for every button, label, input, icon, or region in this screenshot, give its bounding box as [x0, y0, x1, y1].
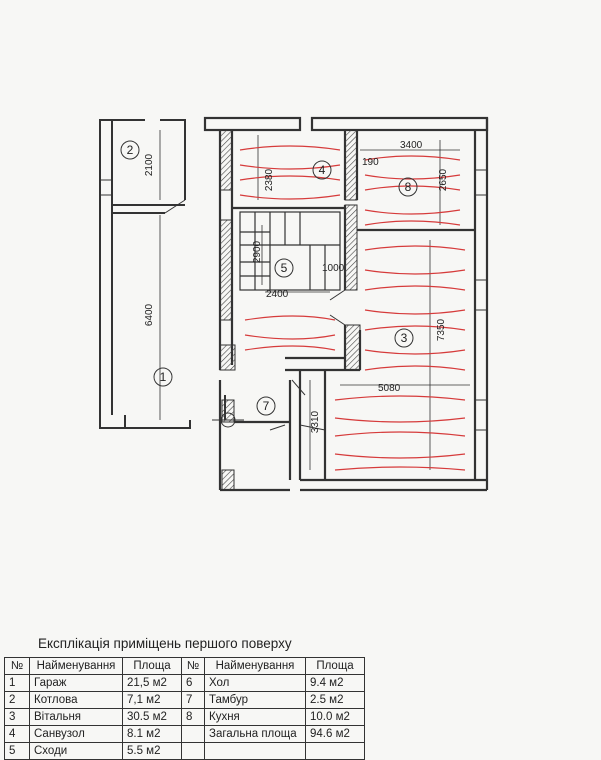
dim-label: 3310 [310, 410, 321, 433]
dim-label: 2900 [252, 240, 263, 263]
table-cell: 3 [4, 708, 30, 726]
col-header: Площа [305, 657, 365, 675]
explication-table: № Найменування Площа № Найменування Площ… [4, 657, 365, 760]
col-header: Найменування [29, 657, 123, 675]
table-cell: 2.5 м2 [305, 691, 365, 709]
table-cell: 7 [181, 691, 205, 709]
dim-label: 5080 [378, 383, 401, 394]
col-header: Площа [122, 657, 182, 675]
staircase [239, 211, 341, 291]
room-number: 3 [401, 331, 408, 345]
table-cell [204, 742, 306, 760]
dimension-lines [159, 130, 470, 470]
table-cell: Гараж [29, 674, 123, 692]
table-cell: Кухня [204, 708, 306, 726]
table-cell: 94.6 м2 [305, 725, 365, 743]
door-swings [164, 199, 346, 431]
dimension-labels: 2100 6400 2380 190 3400 2650 2900 1000 2… [144, 140, 449, 433]
room-number: 5 [281, 261, 288, 275]
table-row: 3 Вітальня 30.5 м2 8 Кухня 10.0 м2 [4, 708, 365, 726]
dim-label: 2100 [144, 153, 155, 176]
table-row: 5 Сходи 5.5 м2 [4, 742, 365, 760]
explication-title: Експлікація приміщень першого поверху [38, 636, 292, 651]
table-cell: 9.4 м2 [305, 674, 365, 692]
table-row: 2 Котлова 7,1 м2 7 Тамбур 2.5 м2 [4, 691, 365, 709]
table-row: 4 Санвузол 8.1 м2 Загальна площа 94.6 м2 [4, 725, 365, 743]
col-header: № [181, 657, 205, 675]
room-number: 7 [263, 399, 270, 413]
table-cell: Котлова [29, 691, 123, 709]
dim-label: 2400 [266, 289, 289, 300]
table-cell: 10.0 м2 [305, 708, 365, 726]
room-number: 2 [127, 143, 134, 157]
table-header-row: № Найменування Площа № Найменування Площ… [4, 657, 365, 675]
dim-label: 190 [362, 157, 379, 168]
table-cell: 2 [4, 691, 30, 709]
table-cell: 30.5 м2 [122, 708, 182, 726]
room-number: 8 [405, 180, 412, 194]
table-cell: 7,1 м2 [122, 691, 182, 709]
hatched-walls [219, 129, 361, 491]
table-cell: Вітальня [29, 708, 123, 726]
dim-label: 1000 [322, 263, 345, 274]
dim-label: 6400 [144, 303, 155, 326]
col-header: Найменування [204, 657, 306, 675]
table-cell: Сходи [29, 742, 123, 760]
table-cell: 5.5 м2 [122, 742, 182, 760]
dim-label: 7350 [436, 318, 447, 341]
dim-label: 2650 [438, 168, 449, 191]
table-cell: Хол [204, 674, 306, 692]
windows [100, 169, 487, 431]
table-cell [181, 725, 205, 743]
floor-plan: 2 1 3 4 5 7 8 2100 6400 2380 190 3400 26… [99, 116, 489, 492]
table-cell: Тамбур [204, 691, 306, 709]
table-cell: 21,5 м2 [122, 674, 182, 692]
table-cell: 8 [181, 708, 205, 726]
table-cell: 6 [181, 674, 205, 692]
table-cell: 5 [4, 742, 30, 760]
table-cell: 1 [4, 674, 30, 692]
table-cell [305, 742, 365, 760]
dim-label: 3400 [400, 140, 423, 151]
table-cell: 4 [4, 725, 30, 743]
table-cell: Санвузол [29, 725, 123, 743]
col-header: № [4, 657, 30, 675]
dim-label: 2380 [264, 168, 275, 191]
room-numbers: 2 1 3 4 5 7 8 [120, 140, 418, 416]
table-cell: 8.1 м2 [122, 725, 182, 743]
table-row: 1 Гараж 21,5 м2 6 Хол 9.4 м2 [4, 674, 365, 692]
room-number: 1 [160, 370, 167, 384]
garage-walls [99, 119, 226, 429]
table-cell [181, 742, 205, 760]
room-number: 4 [319, 163, 326, 177]
table-cell: Загальна площа [204, 725, 306, 743]
